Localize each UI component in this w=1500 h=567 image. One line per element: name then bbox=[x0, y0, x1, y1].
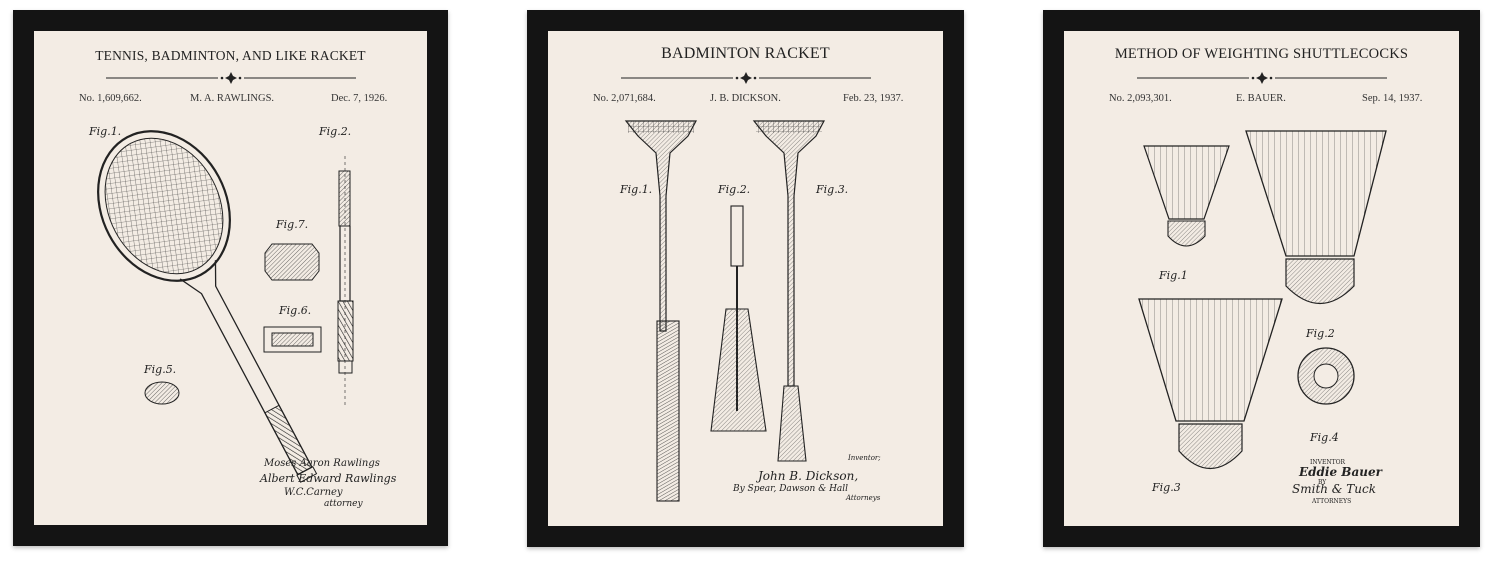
poster-1-drawing: Fig.1. Fig.2. Fig.7. Fig.6. Fig.5. bbox=[88, 125, 354, 483]
poster-3-signature-label: INVENTOR bbox=[1310, 459, 1346, 466]
poster-1-side-view-drawing bbox=[337, 156, 354, 406]
poster-1-fig7-part bbox=[264, 243, 320, 281]
frame-poster-1: TENNIS, BADMINTON, AND LIKE RACKET No. 1… bbox=[13, 10, 448, 546]
poster-3-signature-label: ATTORNEYS bbox=[1312, 498, 1352, 505]
poster-3-title: METHOD OF WEIGHTING SHUTTLECOCKS bbox=[1114, 46, 1409, 62]
poster-2-signature: John B. Dickson, bbox=[758, 469, 859, 483]
poster-3-signature-label: BY bbox=[1318, 479, 1327, 486]
poster-2-racket-fig1 bbox=[624, 120, 697, 502]
poster-1-signature: Moses Aaron Rawlings bbox=[264, 458, 380, 469]
poster-2-racket-fig3 bbox=[752, 120, 825, 462]
poster-1-fig-label: Fig.1. bbox=[88, 125, 121, 138]
poster-3-shuttle-fig3 bbox=[1138, 298, 1283, 470]
poster-2-divider bbox=[620, 72, 871, 84]
poster-2-signature: Attorneys bbox=[846, 494, 881, 502]
poster-1-fig5-part bbox=[144, 381, 180, 405]
poster-2-patent-no: No. 2,071,684. bbox=[593, 93, 656, 104]
poster-3-fig-label: Fig.4 bbox=[1309, 431, 1339, 444]
poster-3-patent-no: No. 2,093,301. bbox=[1109, 93, 1172, 104]
poster-2-fig-label: Fig.2. bbox=[717, 183, 750, 196]
poster-2-date: Feb. 23, 1937. bbox=[843, 93, 904, 104]
poster-3-section-fig4 bbox=[1297, 347, 1355, 405]
poster-1-signature: W.C.Carney bbox=[284, 487, 343, 498]
poster-1-patent-no: No. 1,609,662. bbox=[79, 93, 142, 104]
poster-3-fig-label: Fig.2 bbox=[1305, 327, 1335, 340]
poster-2-drawing: Fig.1. Fig.2. Fig.3. bbox=[619, 120, 848, 502]
poster-3-signature: Eddie Bauer bbox=[1299, 465, 1382, 479]
poster-3-divider bbox=[1136, 72, 1387, 84]
poster-3-shuttle-fig1 bbox=[1143, 145, 1230, 247]
poster-1-fig-label: Fig.5. bbox=[143, 363, 176, 376]
poster-3-shuttle-fig2 bbox=[1245, 130, 1387, 305]
poster-3-drawing: Fig.1 Fig.2 Fig.3 Fig.4 bbox=[1138, 130, 1387, 494]
poster-1-racket-drawing bbox=[97, 130, 318, 483]
poster-3-signature: Smith & Tuck bbox=[1292, 482, 1377, 496]
poster-1-inventor: M. A. RAWLINGS. bbox=[190, 93, 275, 104]
poster-3-fig-label: Fig.3 bbox=[1151, 481, 1181, 494]
poster-2-racket-fig2 bbox=[710, 205, 767, 432]
poster-3: METHOD OF WEIGHTING SHUTTLECOCKS No. 2,0… bbox=[1064, 31, 1459, 526]
poster-1-fig-label: Fig.7. bbox=[275, 218, 308, 231]
poster-1-fig-label: Fig.6. bbox=[278, 304, 311, 317]
poster-2-fig-label: Fig.3. bbox=[815, 183, 848, 196]
poster-1-signature: attorney bbox=[324, 499, 363, 509]
poster-3-fig-label: Fig.1 bbox=[1158, 269, 1188, 282]
poster-1-fig-label: Fig.2. bbox=[318, 125, 351, 138]
poster-3-inventor: E. BAUER. bbox=[1236, 93, 1286, 104]
poster-1-divider bbox=[105, 72, 356, 84]
poster-2-inventor: J. B. DICKSON. bbox=[710, 93, 781, 104]
poster-2-fig-label: Fig.1. bbox=[619, 183, 652, 196]
poster-1: TENNIS, BADMINTON, AND LIKE RACKET No. 1… bbox=[34, 31, 427, 525]
frame-poster-3: METHOD OF WEIGHTING SHUTTLECOCKS No. 2,0… bbox=[1043, 10, 1480, 547]
poster-1-signature: Albert Edward Rawlings bbox=[260, 472, 397, 485]
poster-3-date: Sep. 14, 1937. bbox=[1362, 93, 1423, 104]
poster-2: BADMINTON RACKET No. 2,071,684. J. B. DI… bbox=[548, 31, 943, 526]
poster-2-title: BADMINTON RACKET bbox=[661, 45, 830, 62]
poster-1-fig6-part bbox=[263, 326, 322, 353]
poster-1-date: Dec. 7, 1926. bbox=[331, 93, 388, 104]
poster-2-signature: Inventor; bbox=[848, 454, 881, 462]
poster-1-title: TENNIS, BADMINTON, AND LIKE RACKET bbox=[95, 48, 366, 63]
frame-poster-2: BADMINTON RACKET No. 2,071,684. J. B. DI… bbox=[527, 10, 964, 547]
poster-2-signature: By Spear, Dawson & Hall bbox=[733, 484, 849, 494]
